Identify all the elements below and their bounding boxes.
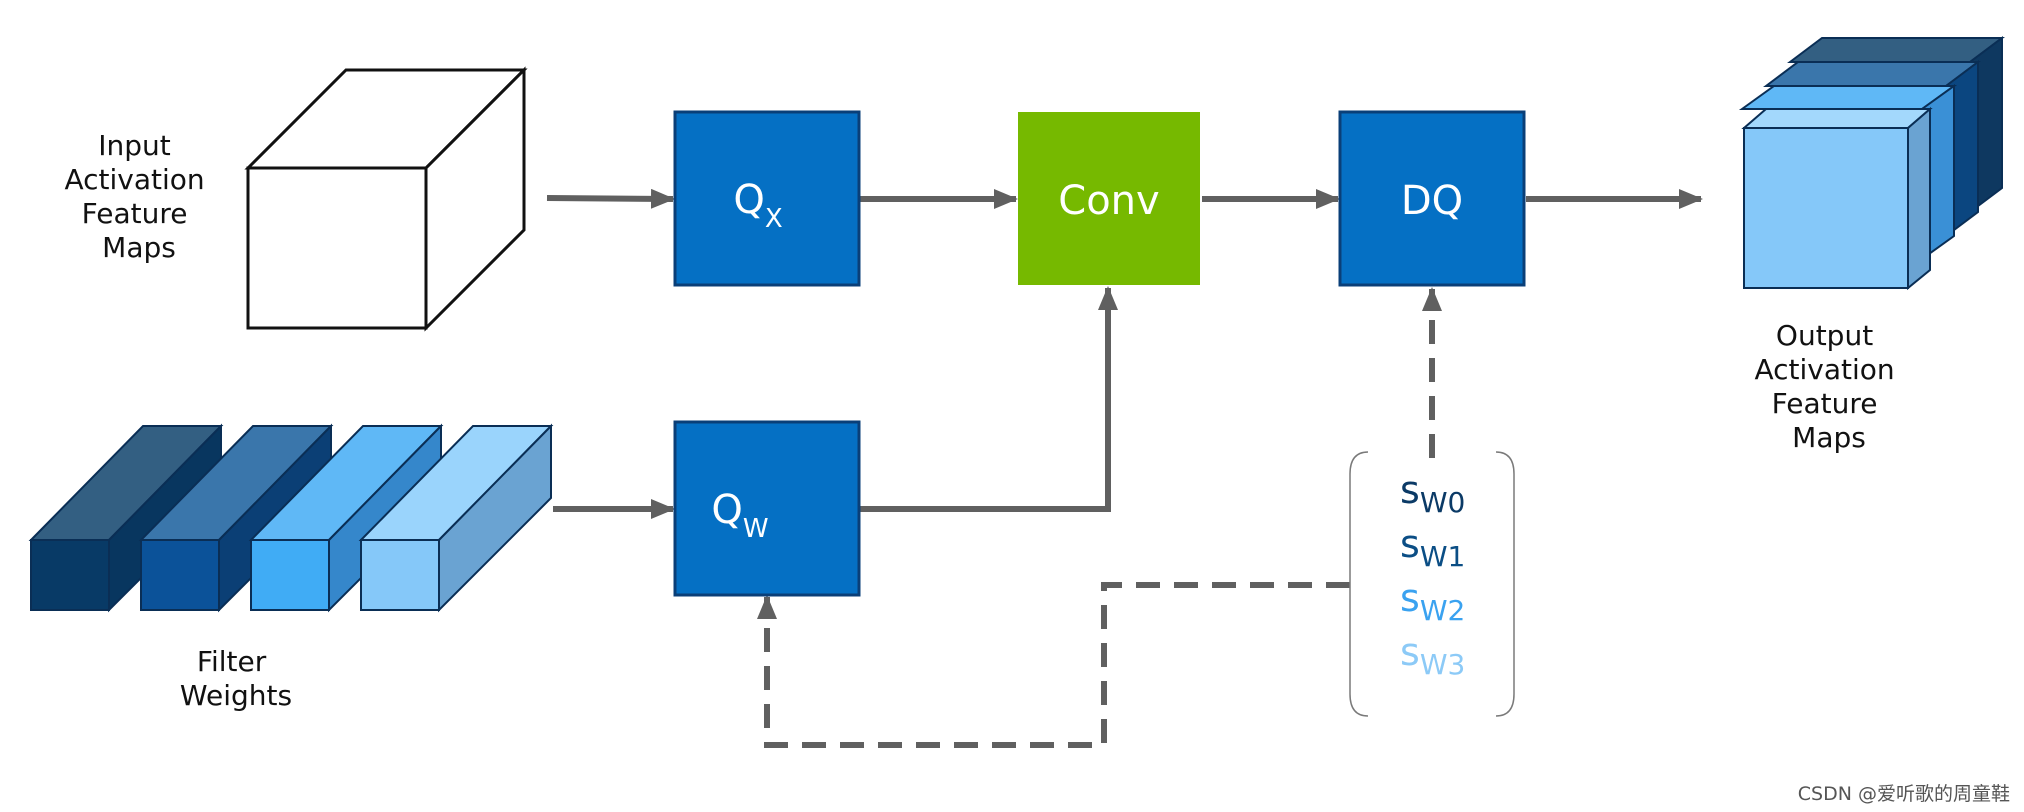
filter-weights-label: Filter Weights [180, 645, 292, 712]
dashed-arrow-scales-to-qw [757, 582, 1350, 748]
input-cube [244, 66, 528, 332]
conv-label: Conv [1058, 178, 1159, 224]
scale-list: sW0 sW1 sW2 sW3 [1400, 468, 1465, 681]
qx-box: QX [673, 110, 861, 287]
scale-w0: sW0 [1400, 468, 1465, 519]
scales-bracket [1349, 451, 1515, 717]
filter-bar-3 [358, 423, 554, 613]
qw-box: QW [673, 420, 861, 597]
conv-box: Conv [1018, 112, 1200, 285]
scale-w3: sW3 [1400, 630, 1465, 681]
qx-label: QX [733, 177, 782, 234]
input-activation-label: Input Activation Feature Maps [64, 129, 213, 264]
dq-label: DQ [1401, 178, 1463, 224]
arrow-input-to-qx [546, 188, 675, 209]
output-slice-3 [1741, 106, 1933, 291]
arrow-qw-to-conv [860, 286, 1118, 512]
watermark: CSDN @爱听歌的周童鞋 [1798, 783, 2010, 805]
output-activation-label: Output Activation Feature Maps [1754, 319, 1903, 454]
output-stacked-cube [1738, 36, 2005, 291]
dashed-arrows [757, 287, 1442, 748]
qw-label: QW [711, 487, 768, 544]
scale-w2: sW2 [1400, 576, 1465, 627]
solid-arrows [546, 188, 1703, 519]
scale-w1: sW1 [1400, 522, 1465, 573]
filter-weight-bars [28, 423, 554, 613]
dq-box: DQ [1338, 110, 1526, 287]
